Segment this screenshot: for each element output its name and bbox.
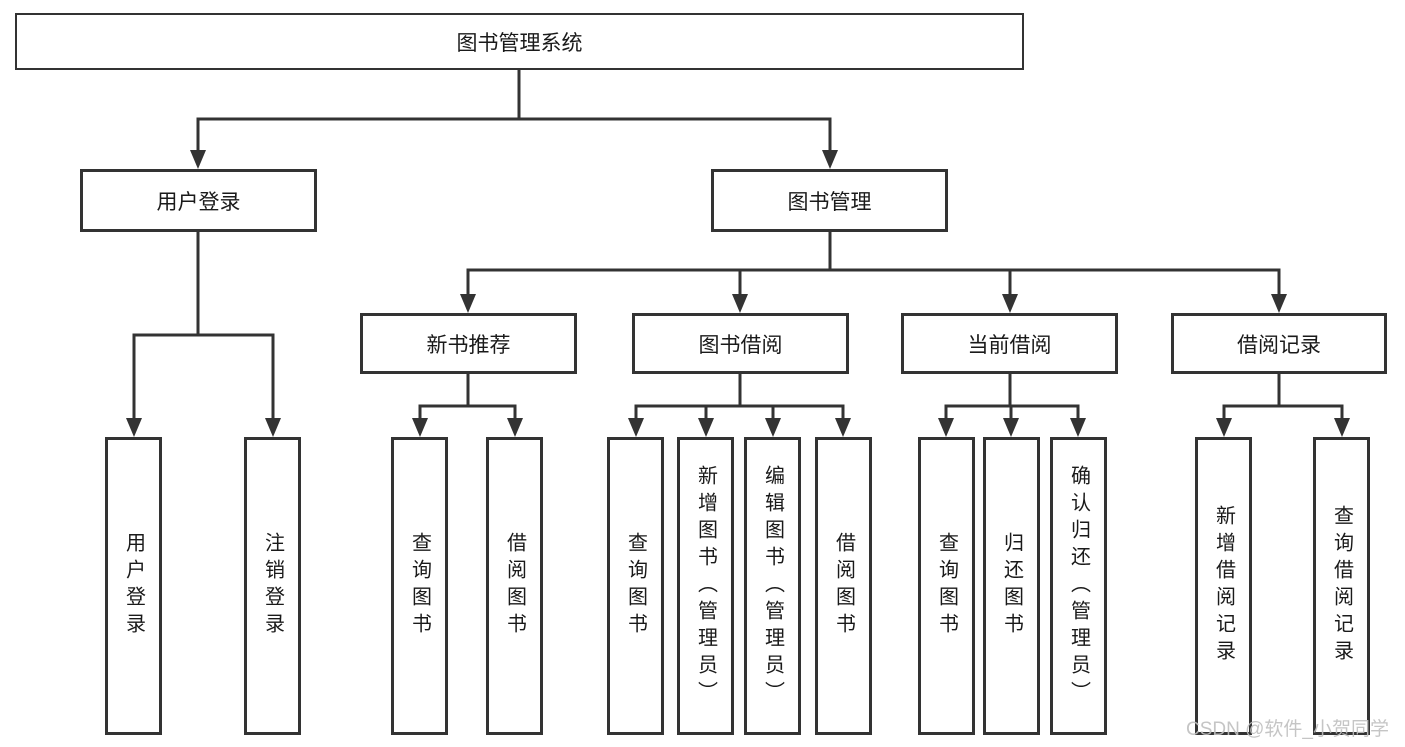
leaf-logout: 注销登录: [244, 437, 301, 735]
node-book-management-label: 图书管理: [787, 190, 872, 214]
leaf-return-book: 归还图书: [983, 437, 1040, 735]
arrowhead-icon: [265, 418, 281, 437]
leaf-confirm-return-admin-label: 确认归还（管理员）: [1067, 464, 1090, 708]
arrowhead-icon: [1002, 294, 1018, 313]
leaf-query-books-borrow: 查询图书: [607, 437, 664, 735]
arrowhead-icon: [938, 418, 954, 437]
leaf-borrow-books: 借阅图书: [815, 437, 872, 735]
leaf-query-books-recommend-label: 查询图书: [408, 532, 431, 640]
node-user-login-label: 用户登录: [156, 190, 241, 214]
node-borrow-record: 借阅记录: [1171, 313, 1387, 374]
arrowhead-icon: [412, 418, 428, 437]
leaf-add-borrow-record-label: 新增借阅记录: [1212, 505, 1235, 667]
leaf-query-books-current: 查询图书: [918, 437, 975, 735]
csdn-watermark: CSDN @软件_小贺同学: [1186, 719, 1389, 740]
node-current-borrow: 当前借阅: [901, 313, 1118, 374]
leaf-query-books-recommend: 查询图书: [391, 437, 448, 735]
arrowhead-icon: [732, 294, 748, 313]
leaf-add-borrow-record: 新增借阅记录: [1195, 437, 1252, 735]
leaf-logout-label: 注销登录: [261, 532, 284, 640]
connector-current-borrow-children: [944, 374, 1080, 421]
arrowhead-icon: [460, 294, 476, 313]
arrowhead-icon: [1070, 418, 1086, 437]
arrowhead-icon: [765, 418, 781, 437]
arrowhead-icon: [1216, 418, 1232, 437]
leaf-query-borrow-record-label: 查询借阅记录: [1330, 505, 1353, 667]
node-book-management: 图书管理: [711, 169, 948, 232]
leaf-user-login: 用户登录: [105, 437, 162, 735]
node-book-borrow-label: 图书借阅: [698, 333, 783, 357]
leaf-borrow-books-label: 借阅图书: [832, 532, 855, 640]
leaf-query-borrow-record: 查询借阅记录: [1313, 437, 1370, 735]
leaf-borrow-books-recommend: 借阅图书: [486, 437, 543, 735]
leaf-edit-book-admin-label: 编辑图书（管理员）: [761, 464, 784, 708]
leaf-add-book-admin: 新增图书（管理员）: [677, 437, 734, 735]
node-new-book-recommend: 新书推荐: [360, 313, 577, 374]
leaf-return-book-label: 归还图书: [1000, 532, 1023, 640]
arrowhead-icon: [1003, 418, 1019, 437]
arrowhead-icon: [628, 418, 644, 437]
connector-user-login-children: [132, 232, 275, 421]
leaf-borrow-books-recommend-label: 借阅图书: [503, 532, 526, 640]
leaf-edit-book-admin: 编辑图书（管理员）: [744, 437, 801, 735]
arrowhead-icon: [190, 150, 206, 169]
node-current-borrow-label: 当前借阅: [967, 333, 1052, 357]
arrowhead-icon: [1334, 418, 1350, 437]
node-book-borrow: 图书借阅: [632, 313, 849, 374]
connector-book-borrow-children: [634, 374, 845, 421]
connector-book-mgmt-children: [466, 232, 1281, 297]
node-user-login: 用户登录: [80, 169, 317, 232]
arrowhead-icon: [507, 418, 523, 437]
leaf-user-login-label: 用户登录: [122, 532, 145, 640]
node-root-system: 图书管理系统: [15, 13, 1024, 70]
arrowhead-icon: [698, 418, 714, 437]
leaf-query-books-borrow-label: 查询图书: [624, 532, 647, 640]
arrowhead-icon: [835, 418, 851, 437]
leaf-add-book-admin-label: 新增图书（管理员）: [694, 464, 717, 708]
node-borrow-record-label: 借阅记录: [1237, 333, 1321, 357]
arrowhead-icon: [822, 150, 838, 169]
connector-root-to-level2: [196, 70, 832, 151]
arrowhead-icon: [1271, 294, 1287, 313]
connector-borrow-record-children: [1222, 374, 1344, 421]
node-new-book-recommend-label: 新书推荐: [426, 333, 511, 357]
leaf-confirm-return-admin: 确认归还（管理员）: [1050, 437, 1107, 735]
leaf-query-books-current-label: 查询图书: [935, 532, 958, 640]
connector-new-book-children: [418, 374, 517, 421]
node-root-label: 图书管理系统: [456, 31, 583, 55]
arrowhead-icon: [126, 418, 142, 437]
